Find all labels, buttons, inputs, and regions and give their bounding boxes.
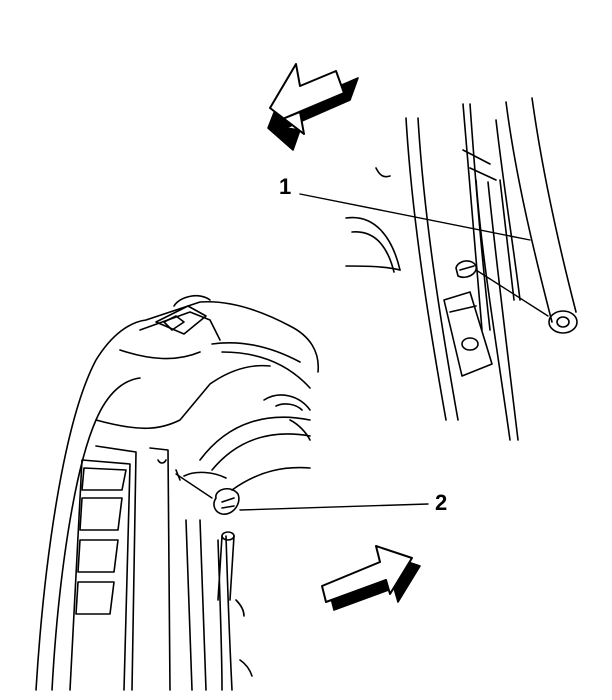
direction-arrow-up-left xyxy=(267,63,359,151)
gas-strut xyxy=(505,97,578,334)
leader-line-1 xyxy=(299,193,531,241)
callout-label-2: 2 xyxy=(435,490,448,515)
upper-bracket xyxy=(443,291,493,377)
upper-ball-stud xyxy=(455,260,549,317)
direction-arrow-down-right xyxy=(321,545,421,611)
lower-ball-stud xyxy=(175,469,240,601)
callout-label-1: 1 xyxy=(279,174,292,199)
body-pillar xyxy=(405,103,521,441)
quarter-panel-curve xyxy=(345,167,401,273)
leader-line-2 xyxy=(239,503,429,511)
liftgate xyxy=(35,294,319,691)
